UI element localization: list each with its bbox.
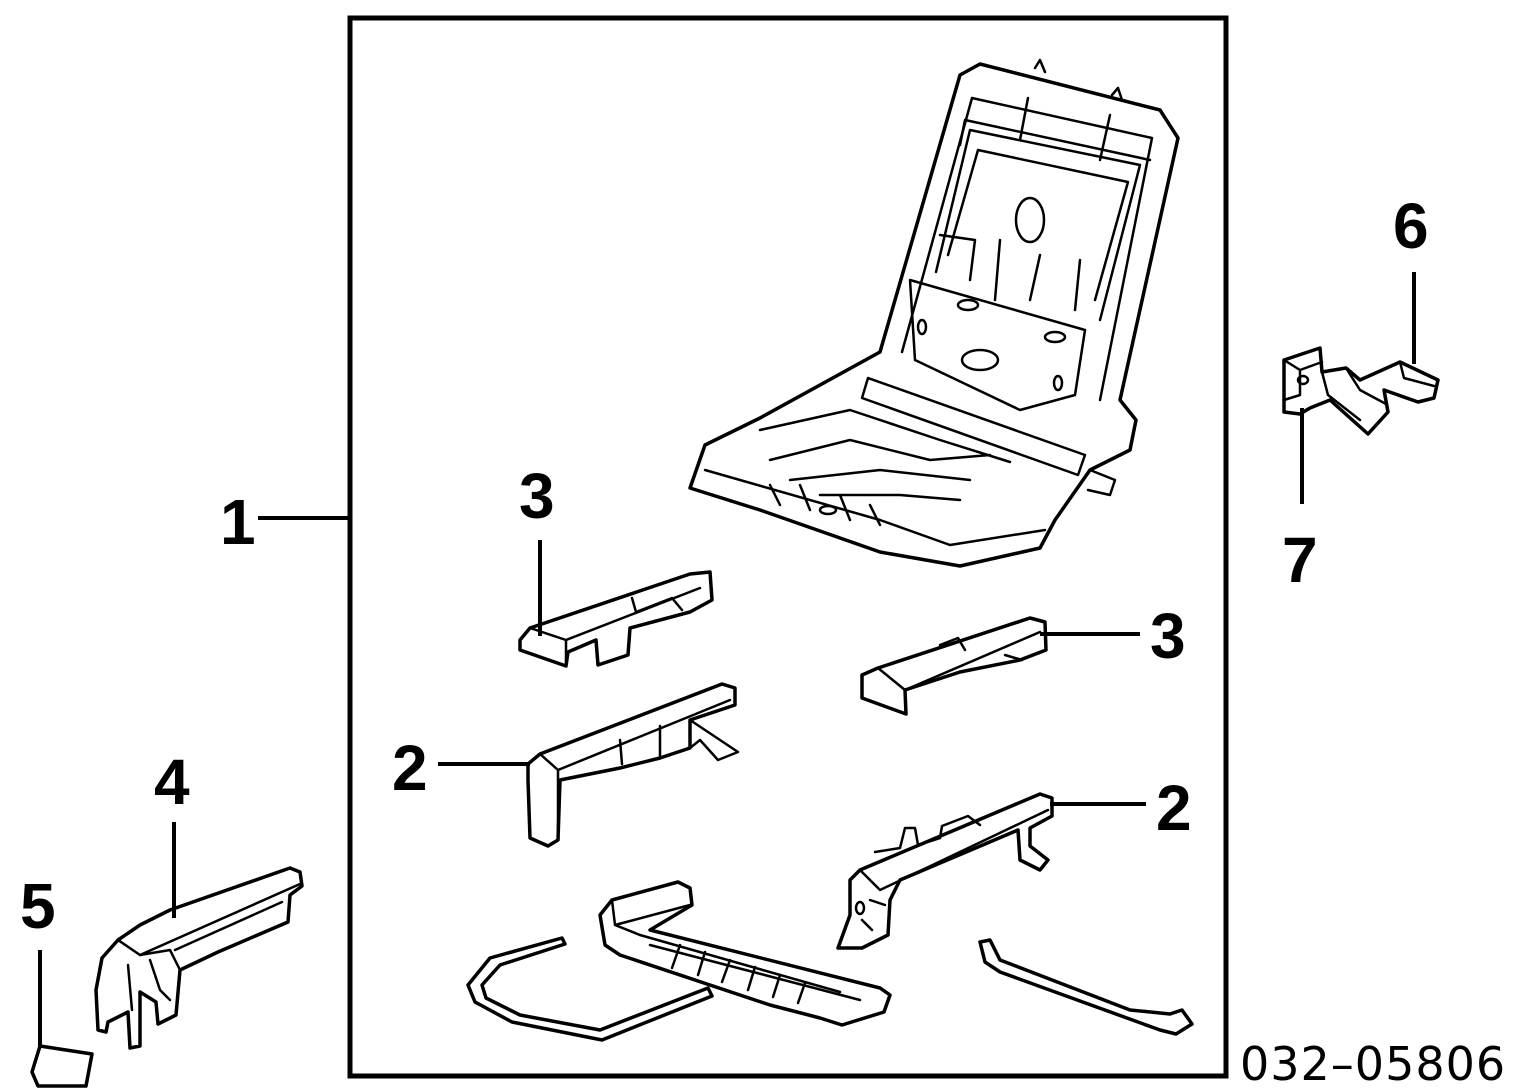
callout-3-left: 3 [519,460,555,532]
rail-3-left-drawing [518,570,714,668]
callout-5: 5 [20,870,56,942]
callout-6: 6 [1393,190,1429,262]
callout-2-right: 2 [1156,772,1192,844]
leader-lines [38,272,1416,1046]
callout-4: 4 [154,746,190,818]
bracket-6-7-drawing [1282,346,1440,436]
side-cover-4-drawing [94,866,304,1050]
assembly-box [347,15,1229,1079]
callout-7: 7 [1282,524,1318,596]
callout-1: 1 [220,486,256,558]
cap-5-drawing [30,1044,94,1088]
callout-2-left: 2 [392,732,428,804]
track-2-right-drawing [836,792,1054,950]
diagram-part-number: 032–05806 [1240,1037,1506,1090]
callout-3-right: 3 [1150,600,1186,672]
track-2-left-drawing [526,682,740,848]
rail-3-right-drawing [860,616,1048,716]
lower-bracket-drawing [598,880,892,1027]
seat-frame-drawing [688,58,1180,568]
wire-loop-left-drawing [466,936,714,1042]
wire-right-drawing [978,938,1194,1036]
